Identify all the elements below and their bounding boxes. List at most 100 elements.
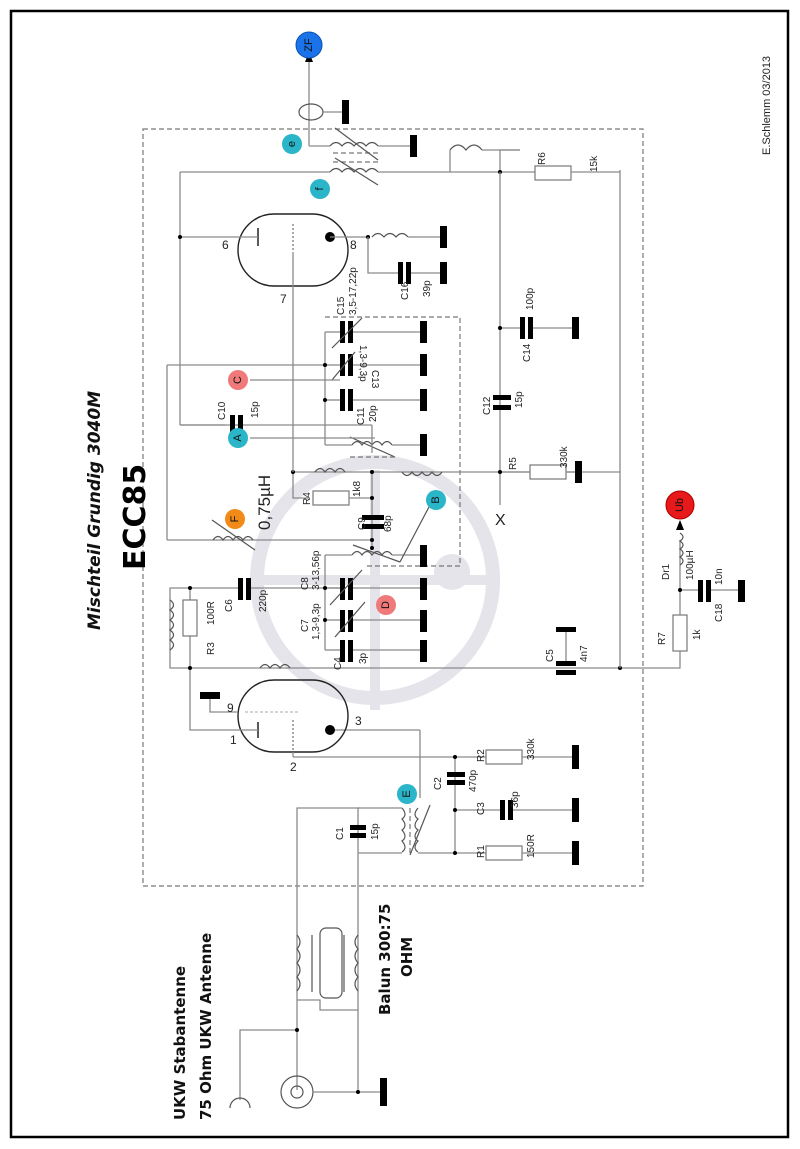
capacitor-plate [348, 640, 353, 662]
value-C7: 1,3-9,3p [311, 603, 322, 640]
balun-line2: OHM [398, 937, 416, 977]
value-C16: 39p [422, 280, 433, 297]
module-boundary [142, 128, 644, 887]
value-R4: 1k8 [352, 480, 363, 497]
marker-ZF[interactable]: ZF [295, 31, 323, 59]
value-R5: 330k [559, 445, 570, 468]
value-R7: 1k [692, 628, 703, 640]
if-output [180, 52, 620, 505]
antenna-line2: 75 Ohm UKW Antenne [197, 933, 215, 1120]
capacitor-plate [508, 800, 513, 820]
mixer-grid-network [168, 555, 620, 670]
ground-icon [572, 798, 579, 822]
rod-antenna-icon [229, 1097, 251, 1109]
marker-Ub[interactable]: Ub [665, 490, 695, 520]
component-labels: R6 15k 100p C14 C12 15p R5 330k C16 39p … [206, 152, 725, 858]
capacitor-plate [340, 578, 345, 600]
svg-text:F: F [229, 515, 241, 522]
label-R5: R5 [508, 457, 519, 470]
capacitor-plate [520, 317, 525, 339]
coax-loop-icon [298, 103, 324, 121]
capacitor-plate [528, 317, 533, 339]
capacitor-plate [447, 780, 465, 785]
capacitor-plate [348, 610, 353, 632]
capacitor-plate [246, 578, 251, 600]
marker-f[interactable]: f [310, 179, 330, 199]
svg-text:C: C [232, 376, 244, 384]
tube-upper [178, 172, 447, 472]
value-C4: 3p [358, 652, 369, 664]
marker-A[interactable]: A [228, 428, 248, 448]
ground-icon [420, 640, 427, 662]
capacitor-plate [493, 405, 511, 410]
title-block: Mischteil Grundig 3040M ECC85 [85, 391, 153, 630]
ground-icon [200, 692, 220, 699]
ground-icon [440, 226, 447, 248]
resistor-R3 [182, 599, 198, 637]
capacitor-C5 [556, 627, 576, 675]
capacitor-plate [238, 578, 243, 600]
pin-label: 1 [230, 733, 237, 747]
label-C18: C18 [714, 603, 725, 622]
choke-Dr1 [678, 532, 684, 566]
marker-e[interactable]: e [282, 134, 302, 154]
value-R1: 150R [526, 834, 537, 858]
value-C3: 36p [510, 791, 521, 808]
label-C8: C8 [300, 577, 311, 590]
inductor-value-label: 0,75µH [255, 475, 274, 530]
capacitor-plate [706, 580, 711, 602]
capacitor-plate [348, 578, 353, 600]
label-C9: C9 [357, 517, 368, 530]
marker-B[interactable]: B [426, 490, 446, 510]
ground-icon [420, 389, 427, 411]
label-R3: R3 [206, 642, 217, 655]
capacitor-plate [348, 321, 353, 343]
svg-text:D: D [380, 601, 392, 609]
marker-C[interactable]: C [228, 370, 248, 390]
value-C13: 1,3-9,3p [357, 345, 368, 382]
label-R1: R1 [476, 845, 487, 858]
marker-D[interactable]: D [376, 595, 396, 615]
label-C15: C15 [336, 296, 347, 315]
label-C16: C16 [400, 281, 411, 300]
label-C10: C10 [217, 401, 228, 420]
svg-text:B: B [430, 496, 442, 503]
capacitor-plate [350, 825, 366, 830]
ground-icon [572, 841, 579, 865]
svg-text:Ub: Ub [674, 498, 686, 512]
capacitor-plate [348, 389, 353, 411]
label-C11: C11 [356, 407, 367, 425]
capacitor-plate [406, 262, 411, 284]
label-R7: R7 [657, 632, 668, 645]
label-C2: C2 [433, 777, 444, 790]
marker-F[interactable]: F [225, 509, 245, 529]
pin-label: 9 [227, 701, 234, 715]
capacitor-plate [230, 415, 235, 437]
value-C11: 20p [368, 405, 379, 422]
ground-icon [572, 745, 579, 769]
page-frame [9, 9, 790, 1139]
tuning-network [166, 317, 427, 540]
antenna-section [229, 880, 387, 1109]
value-R6: 15k [589, 155, 600, 172]
capacitor-plate [362, 524, 384, 529]
title-line1: Mischteil Grundig 3040M [85, 391, 105, 630]
ground-icon [420, 578, 427, 600]
marker-E[interactable]: E [397, 784, 417, 804]
balun-core-icon [319, 927, 343, 999]
label-C6: C6 [224, 599, 235, 612]
ground-icon [420, 434, 427, 456]
resistor-R7 [672, 614, 688, 652]
antenna-label: UKW Stabantenne 75 Ohm UKW Antenne [171, 933, 215, 1120]
value-C2: 470p [468, 769, 479, 792]
ground-icon [342, 100, 349, 124]
test-point-x: X [495, 512, 506, 529]
pin-label: 6 [222, 238, 229, 252]
capacitor-plate [362, 515, 384, 520]
supply-network [618, 170, 745, 670]
value-C18: 10n [714, 568, 725, 585]
svg-text:e: e [286, 141, 298, 147]
capacitor-plate [340, 321, 345, 343]
resistor-R2 [485, 749, 523, 765]
label-C12: C12 [482, 396, 493, 415]
